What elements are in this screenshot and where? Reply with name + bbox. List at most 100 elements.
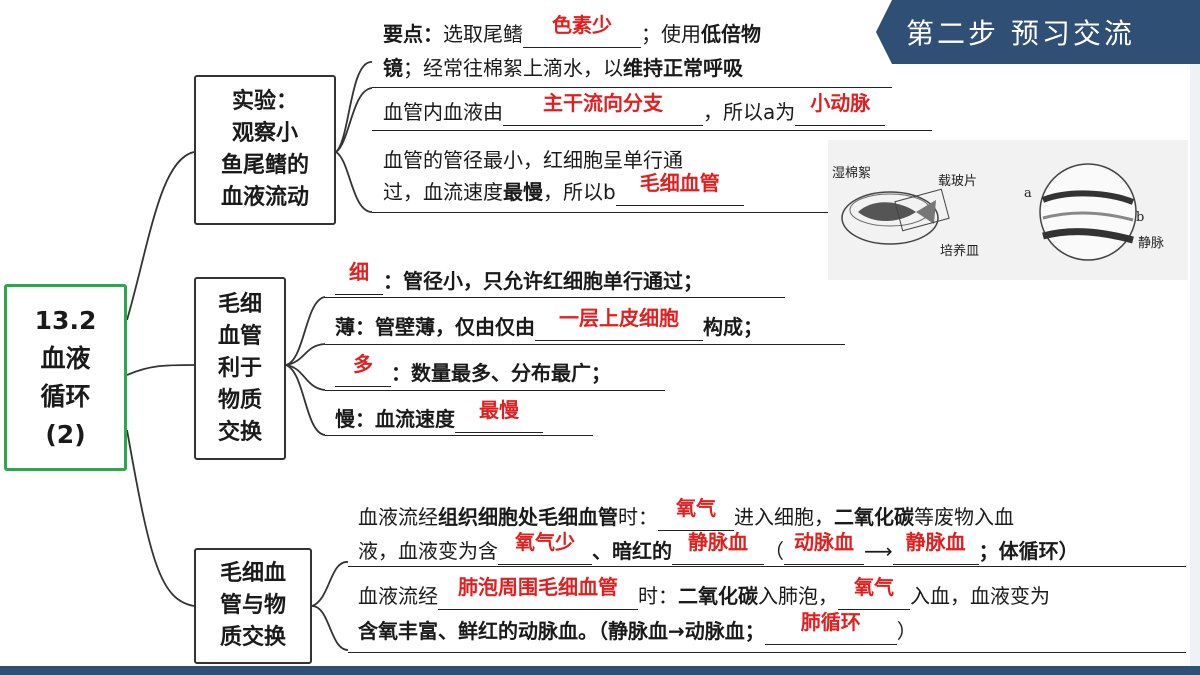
branch-title-line: 血液流动	[220, 185, 309, 210]
b2-thin-wall-row: 薄：管壁薄，仅由仅由一层上皮细胞构成；	[335, 306, 763, 341]
text-segment: 构成；	[703, 315, 763, 339]
branch-title-line: 管与物	[219, 593, 286, 618]
text-segment: （静脉血→动脉血；	[598, 619, 765, 643]
underline	[325, 435, 593, 436]
experiment-illustration: 湿棉絮 载玻片 培养皿 a b 静脉	[828, 140, 1188, 280]
text-segment: 时：	[618, 505, 658, 529]
b2-thin-diameter-row: 细 ：管径小，只允许红细胞单行通过；	[335, 260, 703, 295]
text-segment: 过，血流速度	[383, 180, 503, 204]
text-segment: 薄：管壁薄，仅由仅由	[335, 315, 535, 339]
text-segment: 入肺泡，	[758, 584, 838, 608]
answer-text: 一层上皮细胞	[559, 306, 679, 330]
answer-text: 肺泡周围毛细血管	[458, 575, 618, 599]
label-b: b	[1136, 210, 1145, 225]
text-segment: ；经常往棉絮上滴水，以	[403, 56, 623, 80]
connector-main-branch2	[126, 364, 195, 376]
connector-b1-r3	[335, 151, 373, 213]
text-segment: 、暗红的	[592, 539, 672, 563]
branch-title-line: 交换	[217, 419, 262, 445]
connector-b2-r4	[285, 364, 326, 436]
b3-tissue-line2: 液，血液变为含氧气少、暗红的静脉血（动脉血⟶静脉血；体循环）	[358, 530, 1079, 565]
answer-blank: 静脉血	[672, 530, 764, 565]
text-segment: 血液流经	[358, 584, 438, 608]
text-segment: 要点：	[383, 22, 443, 46]
label-vein: 静脉	[1138, 236, 1165, 251]
text-segment: 血液流经	[358, 505, 438, 529]
text-segment: 含氧丰富、鲜红的动脉血。	[358, 619, 598, 643]
bottom-bar	[0, 666, 1200, 675]
answer-blank: 多	[335, 352, 391, 387]
connector-b2-r1	[285, 296, 326, 366]
text-segment: 组织细胞处毛细血管	[438, 505, 618, 529]
underline	[348, 652, 1186, 653]
answer-text: 主干流向分支	[543, 91, 663, 115]
underline	[372, 130, 932, 131]
b3-tissue-line1: 血液流经组织细胞处毛细血管时：氧气进入细胞，二氧化碳等废物入血	[358, 496, 1014, 531]
text-segment: 低倍物	[701, 22, 761, 46]
answer-text: 氧气少	[515, 530, 575, 554]
connector-b1-r2	[335, 87, 373, 153]
fish-dish-drawing	[841, 163, 1137, 261]
connector-b3-r2	[311, 605, 349, 651]
right-edge-strip	[1190, 64, 1200, 675]
arrow-icon: ⟶	[864, 539, 893, 563]
answer-text: 细	[349, 260, 369, 284]
underline	[325, 390, 665, 391]
text-segment: 镜	[383, 56, 403, 80]
vessel-b-shape	[1042, 211, 1134, 222]
text-segment: ；使用	[641, 22, 701, 46]
answer-text: 静脉血	[688, 530, 748, 554]
text-segment: ：管径小，只允许红细胞单行通过；	[383, 269, 703, 293]
answer-text: 最慢	[479, 398, 519, 422]
branch-title-line: 利于	[217, 355, 262, 381]
connector-b2-r2	[285, 343, 326, 366]
branch-experiment-node: 实验： 观察小 鱼尾鳍的 血液流动	[194, 75, 336, 225]
underline	[348, 566, 1186, 567]
vein-shape	[1042, 228, 1134, 244]
text-segment: ，所以b	[543, 180, 616, 204]
main-title-line: 13.2	[34, 305, 97, 335]
answer-text: 肺循环	[800, 610, 861, 634]
underline	[325, 344, 845, 345]
b1-capillary-line2: 过，血流速度最慢，所以b 毛细血管	[383, 171, 744, 206]
text-segment: ：数量最多、分布最广；	[391, 361, 611, 385]
text-segment: 入血，血液变为	[910, 584, 1050, 608]
text-segment: 最慢	[503, 180, 543, 204]
fish-shape	[858, 202, 916, 221]
answer-text: 色素少	[552, 13, 612, 37]
answer-blank: 肺循环	[764, 610, 897, 645]
branch-title-line: 实验：	[231, 89, 298, 114]
underline	[372, 212, 832, 213]
answer-blank: 静脉血	[892, 530, 979, 565]
answer-text: 氧气	[676, 496, 716, 520]
b1-blood-direction-row: 血管内血液由主干流向分支，所以a为小动脉	[383, 91, 886, 126]
branch-title-line: 毛细	[217, 291, 262, 317]
slide-shape	[894, 188, 950, 232]
label-wet-cotton: 湿棉絮	[832, 166, 872, 181]
petri-dish-shape	[841, 191, 939, 245]
answer-blank: 色素少	[523, 13, 641, 48]
answer-text: 毛细血管	[639, 171, 720, 195]
answer-blank: 氧气少	[498, 530, 592, 565]
b1-key-points-line1: 要点：选取尾鳍色素少；使用低倍物	[383, 13, 761, 48]
main-title-line: 循环	[40, 381, 91, 411]
label-a: a	[1024, 186, 1032, 201]
section-header-banner: 第二步 预习交流	[876, 0, 1200, 64]
answer-text: 动脉血	[794, 530, 854, 554]
branch-title-line: 毛细血	[219, 561, 286, 586]
text-segment: 时：	[638, 584, 678, 608]
text-segment: 二氧化碳	[834, 505, 914, 529]
b3-lung-line1: 血液流经肺泡周围毛细血管时：二氧化碳入肺泡，氧气入血，血液变为	[358, 575, 1050, 610]
text-segment: ）	[896, 619, 917, 643]
text-segment: 二氧化碳	[678, 584, 758, 608]
text-segment: 慢：血流速度	[335, 407, 455, 431]
branch-capillary-node: 毛细 血管 利于 物质 交换	[194, 277, 286, 460]
answer-blank: 一层上皮细胞	[535, 306, 703, 341]
fish-tail-shape	[916, 200, 936, 224]
answer-blank: 氧气	[838, 575, 910, 610]
branch-title-line: 血管	[217, 323, 262, 349]
branch-title-line: 质交换	[219, 625, 286, 650]
text-segment: 维持正常呼吸	[623, 56, 743, 80]
text-segment: 等废物入血	[914, 505, 1014, 529]
